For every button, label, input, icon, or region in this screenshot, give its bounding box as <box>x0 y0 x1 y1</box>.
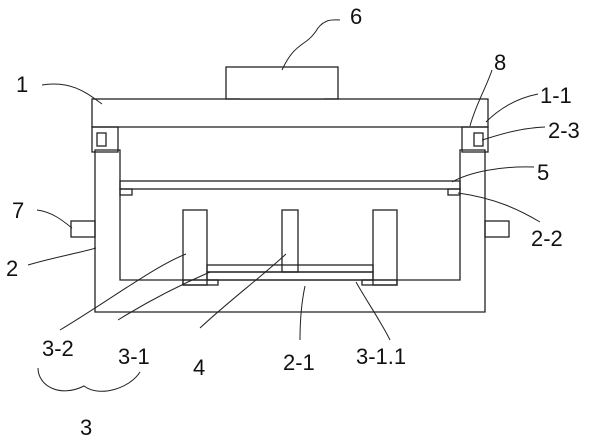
label-8: 8 <box>494 50 506 75</box>
label-2-2: 2-2 <box>531 226 563 251</box>
handle-6-inner <box>240 79 324 99</box>
box-body-2 <box>94 149 486 313</box>
groove-left <box>96 132 107 147</box>
lid-1 <box>91 98 489 128</box>
inner-wall-left <box>182 209 208 286</box>
label-3-1: 3-1 <box>118 344 150 369</box>
foot-left <box>182 279 219 286</box>
leader-6 <box>281 19 341 71</box>
label-6: 6 <box>350 4 362 29</box>
leader-4 <box>199 253 287 329</box>
label-1: 1 <box>16 72 28 97</box>
side-handle-right <box>484 220 510 238</box>
label-2: 2 <box>6 256 18 281</box>
foot-right <box>361 279 398 286</box>
lid-flange-right <box>461 126 489 153</box>
leader-2-3 <box>481 126 546 141</box>
label-3-2: 3-2 <box>42 336 74 361</box>
label-2-1: 2-1 <box>283 350 315 375</box>
side-handle-left <box>70 220 96 238</box>
groove-right <box>473 132 484 147</box>
leader-2 <box>27 247 97 266</box>
partition-plate-5 <box>119 180 461 190</box>
label-2-3: 2-3 <box>548 118 580 143</box>
label-3-1-1: 3-1.1 <box>356 344 406 369</box>
inner-bottom <box>206 264 374 273</box>
support-left <box>119 188 133 196</box>
leader-2-1 <box>299 285 306 341</box>
leader-2-2 <box>457 192 541 223</box>
leader-7 <box>36 209 73 229</box>
leader-3-2 <box>59 253 187 331</box>
leader-1-1 <box>485 93 539 123</box>
label-4: 4 <box>193 355 205 380</box>
brace-3 <box>37 367 141 392</box>
inner-wall-right <box>372 209 398 286</box>
label-7: 7 <box>12 198 24 223</box>
label-5: 5 <box>537 160 549 185</box>
label-1-1: 1-1 <box>540 83 572 108</box>
inner-base <box>206 271 374 281</box>
support-right <box>447 188 461 196</box>
leader-3-1-1 <box>355 281 391 341</box>
inner-divider-4 <box>281 209 299 273</box>
leader-3-1 <box>117 271 211 321</box>
lid-flange-left <box>91 126 119 153</box>
leader-5 <box>451 166 535 183</box>
label-3: 3 <box>80 415 92 440</box>
leader-1 <box>41 83 103 105</box>
leader-8 <box>469 69 493 127</box>
